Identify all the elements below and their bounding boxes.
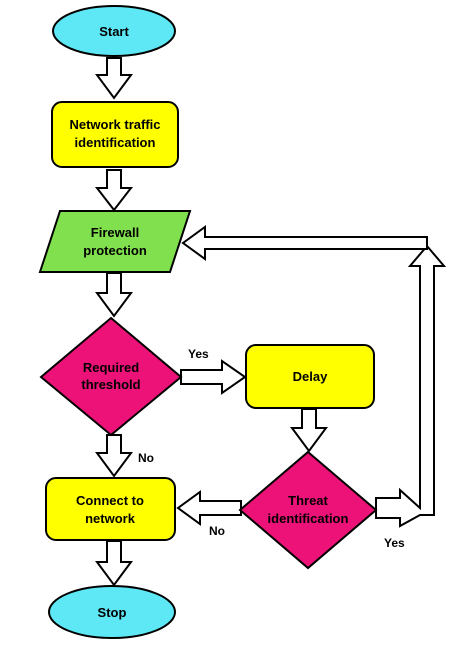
network-traffic-label-line2: identification xyxy=(75,135,156,150)
edge-label-threshold-no: No xyxy=(138,451,154,465)
firewall-node: Firewall protection xyxy=(38,210,192,273)
threat-label-line1: Threat xyxy=(288,493,328,508)
threshold-label-line2: threshold xyxy=(81,377,140,392)
firewall-label-line1: Firewall xyxy=(91,225,139,240)
required-threshold-node: Required threshold xyxy=(39,316,183,437)
delay-node: Delay xyxy=(245,344,375,409)
edge-label-threshold-yes: Yes xyxy=(188,347,209,361)
arrow-network-traffic-to-firewall xyxy=(94,169,134,212)
start-node: Start xyxy=(52,5,176,57)
stop-node: Stop xyxy=(48,585,176,639)
edge-label-threat-no: No xyxy=(209,524,225,538)
threat-label-line2: identification xyxy=(268,511,349,526)
edge-label-threat-yes: Yes xyxy=(384,536,405,550)
arrow-firewall-to-threshold xyxy=(95,272,133,318)
network-traffic-node: Network traffic identification xyxy=(51,101,179,168)
arrow-start-to-network-traffic xyxy=(95,57,133,100)
connect-label-line1: Connect to xyxy=(76,493,144,508)
connect-label-line2: network xyxy=(85,511,136,526)
arrow-threat-loop-to-firewall xyxy=(375,244,447,528)
arrow-loop-top-into-firewall xyxy=(181,225,428,261)
arrow-delay-to-threat xyxy=(290,408,328,453)
connect-node: Connect to network xyxy=(45,477,176,541)
arrow-threshold-to-delay xyxy=(180,359,247,395)
stop-label: Stop xyxy=(98,605,127,620)
arrow-threat-to-connect xyxy=(176,490,242,526)
firewall-label-line2: protection xyxy=(83,243,147,258)
arrow-threshold-to-connect xyxy=(95,434,133,478)
delay-label: Delay xyxy=(293,369,328,384)
network-traffic-label-line1: Network traffic xyxy=(69,117,160,132)
threat-node: Threat identification xyxy=(238,450,378,570)
start-label: Start xyxy=(99,24,129,39)
arrow-connect-to-stop xyxy=(95,540,133,587)
threshold-label-line1: Required xyxy=(83,360,139,375)
